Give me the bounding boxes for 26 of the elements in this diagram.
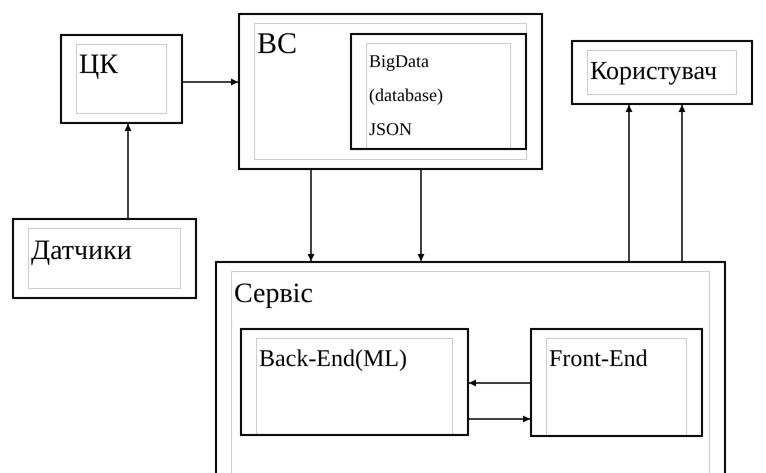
node-label: ЦК [79, 48, 118, 82]
arrow [678, 105, 686, 261]
process-box [530, 328, 703, 437]
process-box [238, 13, 543, 170]
node-label: Сервіс [234, 277, 313, 311]
node-label: Back-End(ML) [259, 345, 407, 374]
process-box [12, 218, 197, 299]
database-box [350, 33, 527, 150]
arrow [418, 170, 424, 261]
process-box [240, 328, 469, 436]
arrow [469, 380, 530, 386]
node-label: JSON [369, 118, 414, 141]
arrow [469, 416, 530, 422]
arrow [626, 105, 632, 261]
arrow [308, 170, 314, 261]
container-box [215, 261, 726, 473]
node-label: Датчики [31, 234, 132, 268]
node-label: (database) [369, 84, 443, 107]
node-label: BigData [369, 50, 430, 73]
node-label: Користувач [590, 55, 718, 87]
node-label: ВС [257, 26, 298, 62]
process-box [60, 34, 183, 124]
process-box [571, 40, 753, 105]
arrow [124, 124, 132, 218]
arrow [183, 78, 238, 86]
node-label: Front-End [549, 345, 648, 374]
